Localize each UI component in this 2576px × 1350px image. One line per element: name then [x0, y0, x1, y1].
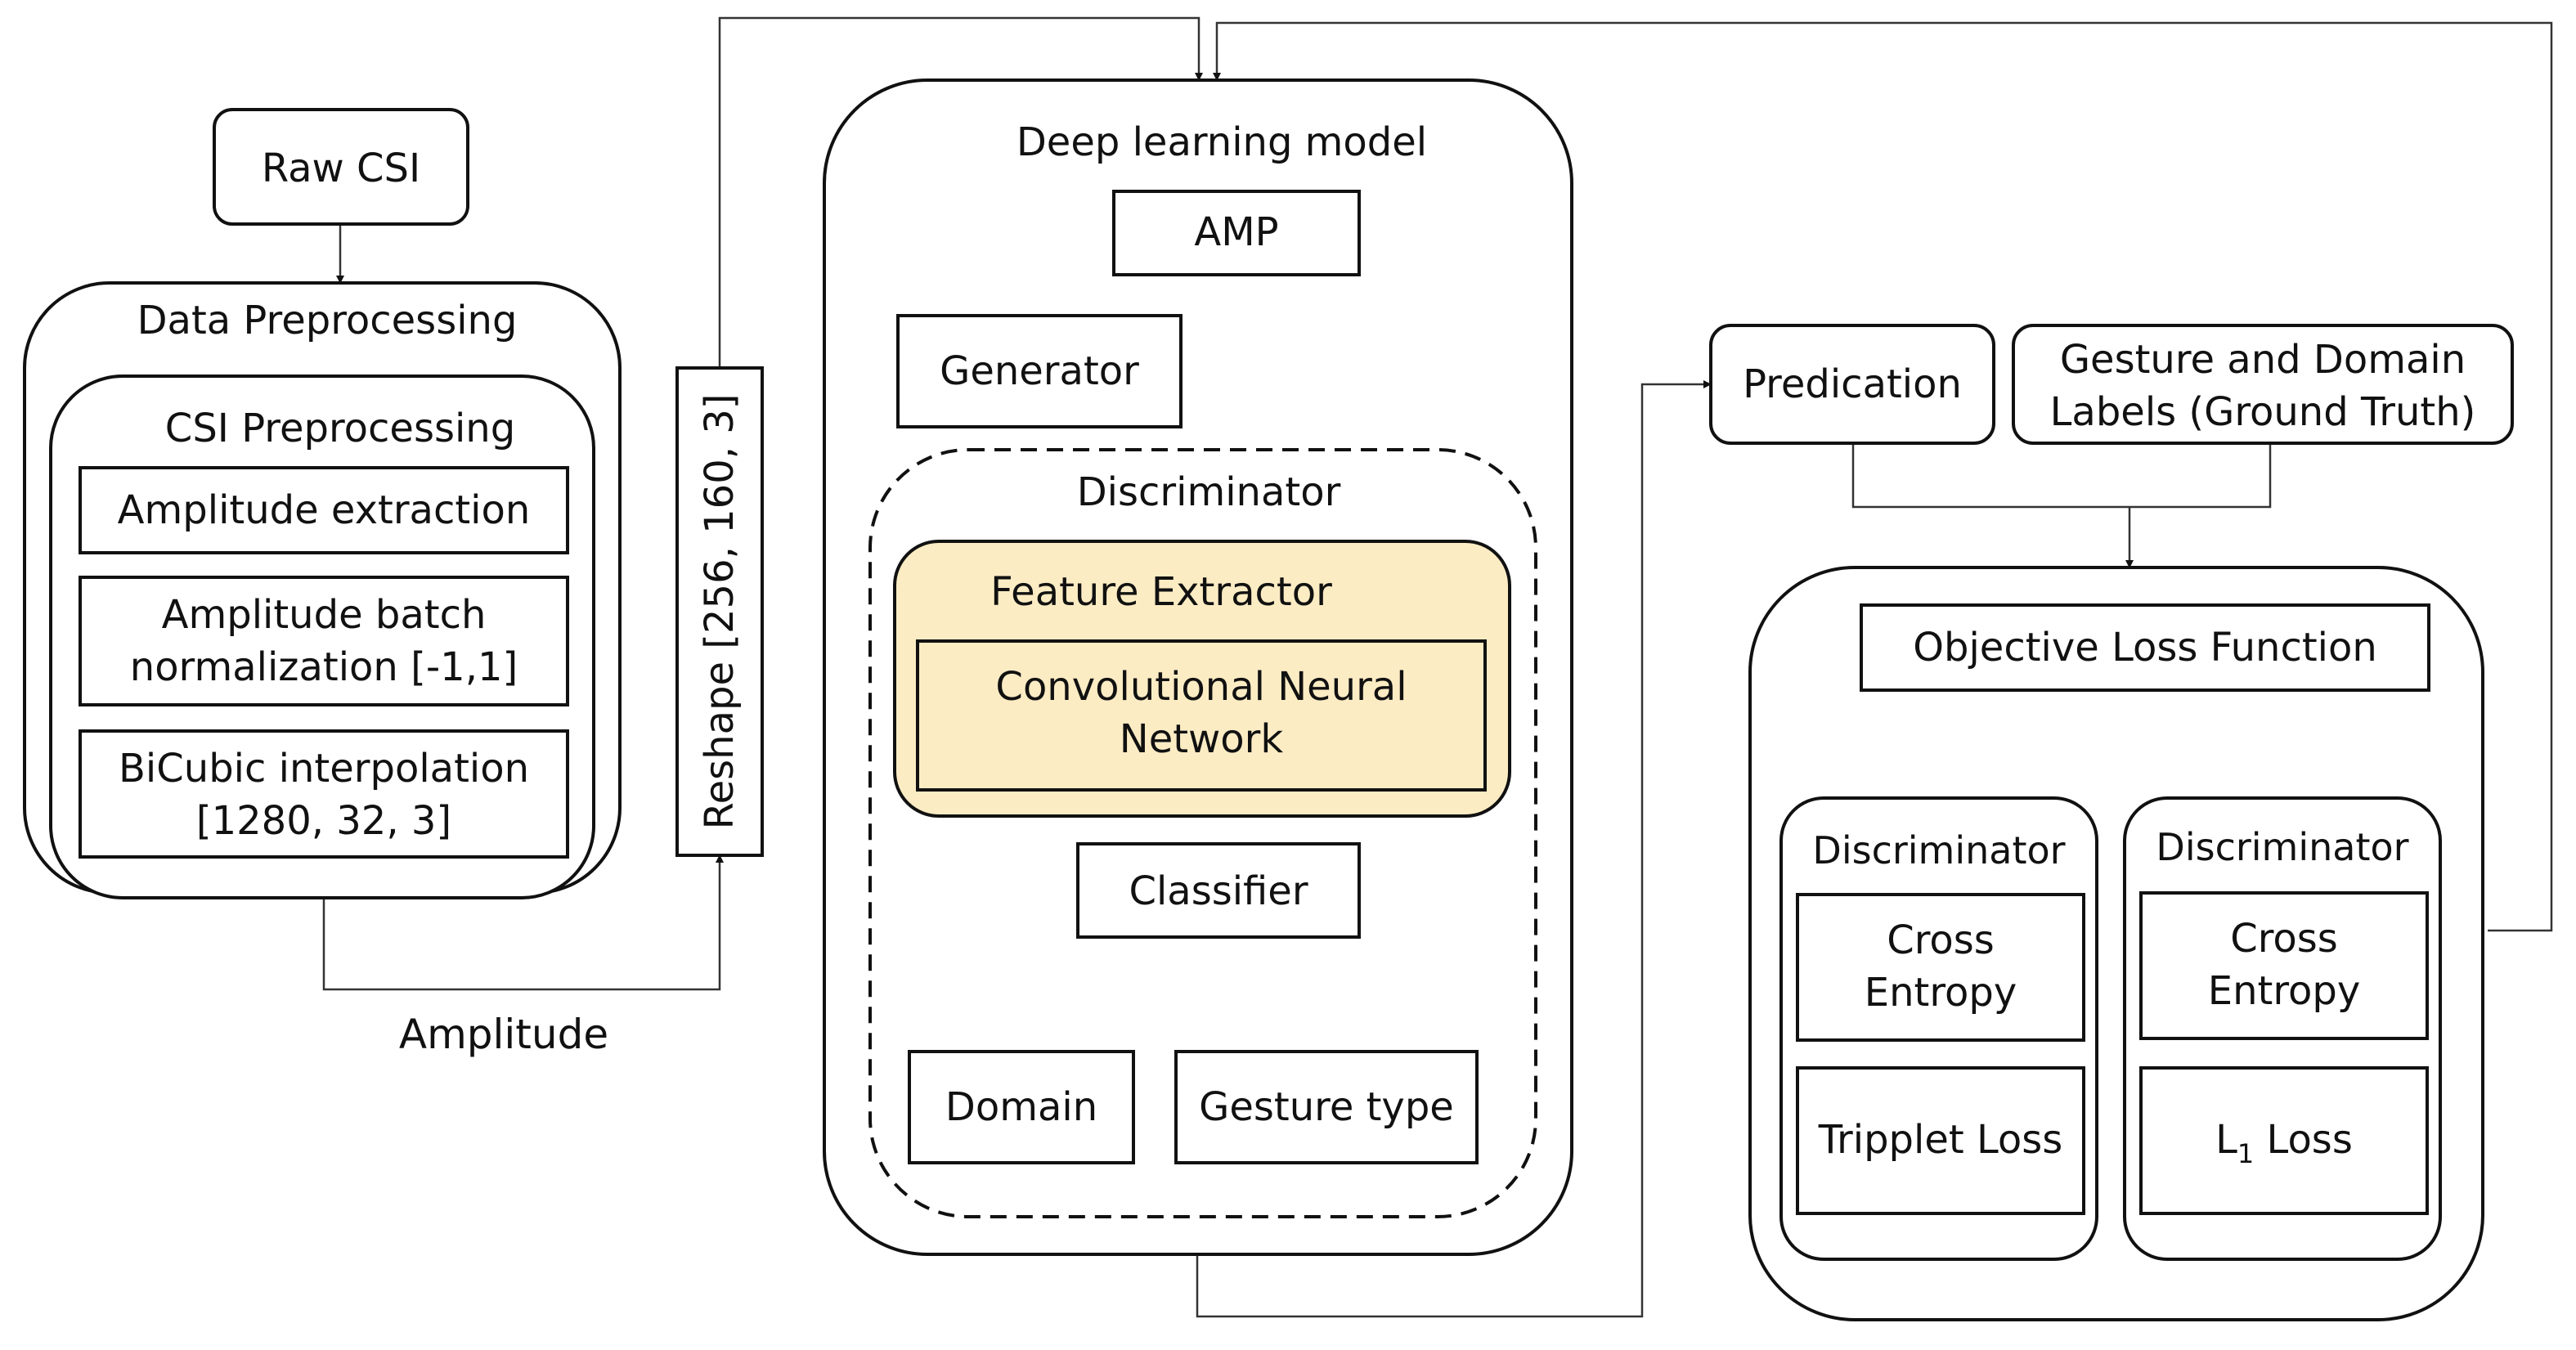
amp-label: AMP	[1194, 209, 1278, 255]
right-cross-entropy-label-line2: Entropy	[2208, 968, 2361, 1014]
data-preprocessing-title: Data Preprocessing	[137, 298, 518, 343]
raw-csi-label: Raw CSI	[262, 146, 420, 191]
predication-label: Predication	[1743, 361, 1962, 407]
right-cross-entropy-label-line1: Cross	[2230, 916, 2338, 962]
l1-loss-box	[2139, 1066, 2429, 1215]
amplitude-extraction-box	[79, 466, 569, 554]
ground-truth-label-line2: Labels (Ground Truth)	[2050, 389, 2476, 435]
predication-box	[1709, 324, 1995, 445]
right-cross-entropy-box	[2139, 891, 2429, 1040]
ground-truth-label-line1: Gesture and Domain	[2060, 337, 2466, 383]
tripplet-loss-label: Tripplet Loss	[1818, 1117, 2063, 1163]
l1-loss-subscript: 1	[2237, 1138, 2254, 1169]
generator-box	[896, 314, 1183, 428]
objective-loss-function-box	[1860, 603, 2430, 692]
csi-preprocessing-title: CSI Preprocessing	[165, 406, 515, 451]
domain-label: Domain	[945, 1084, 1097, 1130]
arrow-model-to-predication	[1196, 380, 1712, 1318]
reshape-box	[675, 366, 764, 857]
ground-truth-box	[2012, 324, 2514, 445]
batch-normalization-label-line1: Amplitude batch	[162, 592, 487, 638]
deep-learning-model-title: Deep learning model	[1016, 119, 1427, 165]
reshape-label: Reshape [256, 160, 3]	[697, 393, 743, 829]
gesture-type-label: Gesture type	[1199, 1084, 1454, 1130]
arrow-amplitude-to-reshape	[322, 854, 724, 991]
cnn-label-line2: Network	[1120, 716, 1284, 762]
arrow-reshape-to-model	[718, 16, 1203, 368]
bicubic-interpolation-box	[79, 729, 569, 859]
generator-label: Generator	[940, 348, 1139, 394]
arrow-loss-feedback-to-model	[1213, 21, 2553, 932]
amp-box	[1112, 190, 1361, 276]
feature-extractor-title: Feature Extractor	[990, 569, 1332, 615]
bicubic-interpolation-label-line1: BiCubic interpolation	[119, 746, 529, 792]
cnn-box	[916, 639, 1487, 792]
left-cross-entropy-label-line2: Entropy	[1865, 970, 2017, 1016]
classifier-label: Classifier	[1129, 868, 1308, 914]
l1-loss-letter: L	[2215, 1117, 2237, 1163]
gesture-type-box	[1174, 1050, 1479, 1164]
amplitude-extraction-label: Amplitude extraction	[118, 487, 531, 533]
objective-loss-function-label: Objective Loss Function	[1913, 625, 2377, 671]
batch-normalization-label-line2: normalization [-1,1]	[130, 644, 518, 690]
classifier-box	[1076, 842, 1361, 939]
bicubic-interpolation-label-line2: [1280, 32, 3]	[196, 798, 451, 844]
cnn-label-line1: Convolutional Neural	[995, 664, 1407, 710]
left-cross-entropy-label-line1: Cross	[1887, 917, 1995, 963]
l1-loss-word: Loss	[2254, 1117, 2353, 1163]
batch-normalization-box	[79, 576, 569, 706]
raw-csi-box	[213, 108, 469, 226]
amplitude-label: Amplitude	[399, 1011, 608, 1058]
tripplet-loss-box	[1796, 1066, 2085, 1215]
line-predication-to-merge	[1851, 443, 2272, 509]
right-discriminator-title: Discriminator	[2156, 825, 2408, 869]
domain-box	[908, 1050, 1135, 1164]
left-discriminator-title: Discriminator	[1812, 828, 2065, 872]
left-cross-entropy-box	[1796, 893, 2085, 1042]
l1-loss-label: L1 Loss	[2215, 1117, 2353, 1169]
discriminator-title: Discriminator	[1077, 469, 1341, 515]
